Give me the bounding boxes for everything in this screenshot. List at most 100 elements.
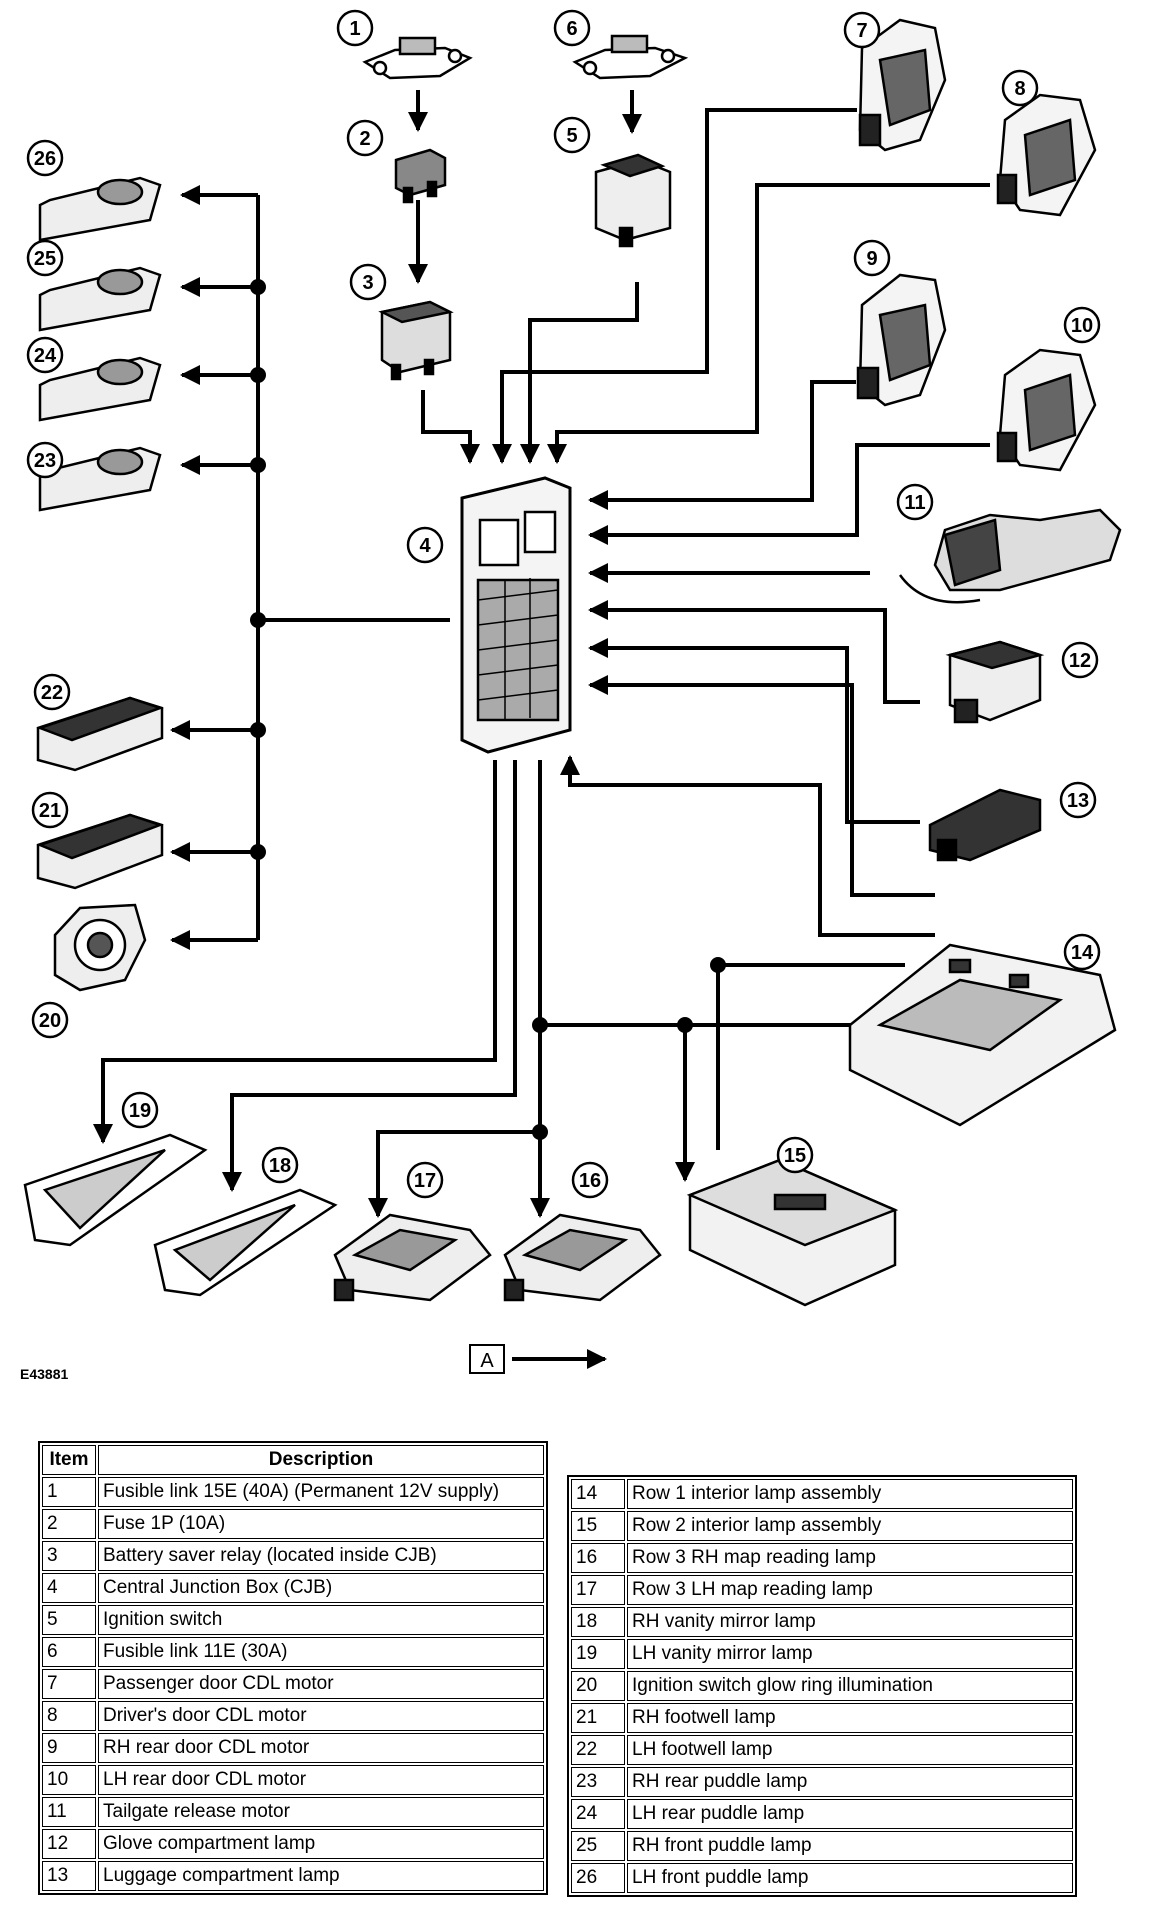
callout-8-label: 8 <box>1014 78 1025 100</box>
row2-interior-lamp-icon <box>686 1158 899 1307</box>
callout-7-label: 7 <box>856 20 867 42</box>
callout-3-label: 3 <box>362 272 373 294</box>
callout-13-label: 13 <box>1067 790 1089 812</box>
legend-item-description: Glove compartment lamp <box>98 1829 544 1859</box>
callout-17: 17 <box>406 1161 444 1199</box>
legend-item-description: Battery saver relay (located inside CJB) <box>98 1541 544 1571</box>
callout-21: 21 <box>31 791 69 829</box>
legend-item-number: 12 <box>42 1829 96 1859</box>
legend-item-number: 22 <box>571 1735 625 1765</box>
rh-front-puddle-lamp-icon <box>38 266 162 332</box>
legend-item-number: 5 <box>42 1605 96 1635</box>
component-drawings <box>23 18 1122 1307</box>
relay-icon <box>378 300 454 381</box>
callout-12: 12 <box>1061 641 1099 679</box>
legend-item-description: Fusible link 11E (30A) <box>98 1637 544 1667</box>
callout-25-label: 25 <box>34 248 56 270</box>
legend-item-number: 14 <box>571 1479 625 1509</box>
legend-item-description: RH vanity mirror lamp <box>627 1607 1073 1637</box>
callout-16-label: 16 <box>579 1170 601 1192</box>
passenger-door-motor-icon <box>858 18 947 152</box>
legend-item-description: Fuse 1P (10A) <box>98 1509 544 1539</box>
callout-18-label: 18 <box>269 1155 291 1177</box>
callout-15: 15 <box>776 1136 814 1174</box>
legend-item-number: 2 <box>42 1509 96 1539</box>
callout-18: 18 <box>261 1146 299 1184</box>
callout-4: 4 <box>406 526 444 564</box>
callout-13: 13 <box>1059 781 1097 819</box>
legend-item-description: Row 1 interior lamp assembly <box>627 1479 1073 1509</box>
callout-3: 3 <box>349 263 387 301</box>
callout-21-label: 21 <box>39 800 61 822</box>
callout-1: 1 <box>336 9 374 47</box>
callout-2-label: 2 <box>359 128 370 150</box>
legend-item-description: LH front puddle lamp <box>627 1863 1073 1893</box>
callout-23-label: 23 <box>34 450 56 472</box>
legend-item-number: 13 <box>42 1861 96 1891</box>
ignition-switch-icon <box>594 153 672 248</box>
legend-item-description: LH rear door CDL motor <box>98 1765 544 1795</box>
legend-item-description: RH front puddle lamp <box>627 1831 1073 1861</box>
callout-26: 26 <box>26 139 64 177</box>
legend-item-description: Luggage compartment lamp <box>98 1861 544 1891</box>
callout-11-label: 11 <box>904 492 925 514</box>
callout-7: 7 <box>843 11 881 49</box>
wiring-diagram: 1 2 3 4 5 6 7 8 9 10 11 12 13 14 15 16 1… <box>23 9 1122 1374</box>
view-a-indicator: A <box>469 1344 607 1374</box>
callout-14-label: 14 <box>1071 942 1094 964</box>
legend-item-description: LH vanity mirror lamp <box>627 1639 1073 1669</box>
callout-16: 16 <box>571 1161 609 1199</box>
callout-19: 19 <box>121 1091 159 1129</box>
lh-front-puddle-lamp-icon <box>38 176 162 242</box>
legend-item-description: Ignition switch <box>98 1605 544 1635</box>
legend-item-description: Row 3 LH map reading lamp <box>627 1575 1073 1605</box>
legend-item-description: RH rear puddle lamp <box>627 1767 1073 1797</box>
legend-item-number: 24 <box>571 1799 625 1829</box>
lh-rear-door-motor-icon <box>996 348 1097 472</box>
legend-item-number: 9 <box>42 1733 96 1763</box>
legend-header-item: Item <box>42 1445 96 1475</box>
legend-item-number: 19 <box>571 1639 625 1669</box>
callout-9-label: 9 <box>866 248 877 270</box>
legend-item-number: 25 <box>571 1831 625 1861</box>
callout-4-label: 4 <box>419 535 431 557</box>
fuse-icon <box>394 148 447 204</box>
figure-id: E43881 <box>20 1366 69 1382</box>
callout-1-label: 1 <box>349 18 360 40</box>
row3-rh-map-lamp-icon <box>503 1213 662 1302</box>
legend-item-number: 21 <box>571 1703 625 1733</box>
callout-26-label: 26 <box>34 148 56 170</box>
legend-item-description: Driver's door CDL motor <box>98 1701 544 1731</box>
drivers-door-motor-icon <box>996 93 1097 217</box>
legend-item-description: RH footwell lamp <box>627 1703 1073 1733</box>
legend-item-number: 20 <box>571 1671 625 1701</box>
callout-6-label: 6 <box>566 18 577 40</box>
legend-item-number: 3 <box>42 1541 96 1571</box>
legend-item-number: 7 <box>42 1669 96 1699</box>
legend-item-description: Ignition switch glow ring illumination <box>627 1671 1073 1701</box>
callout-5-label: 5 <box>566 125 577 147</box>
callout-24: 24 <box>26 336 64 374</box>
tailgate-release-motor-icon <box>898 508 1122 604</box>
luggage-compartment-lamp-icon <box>928 788 1042 862</box>
